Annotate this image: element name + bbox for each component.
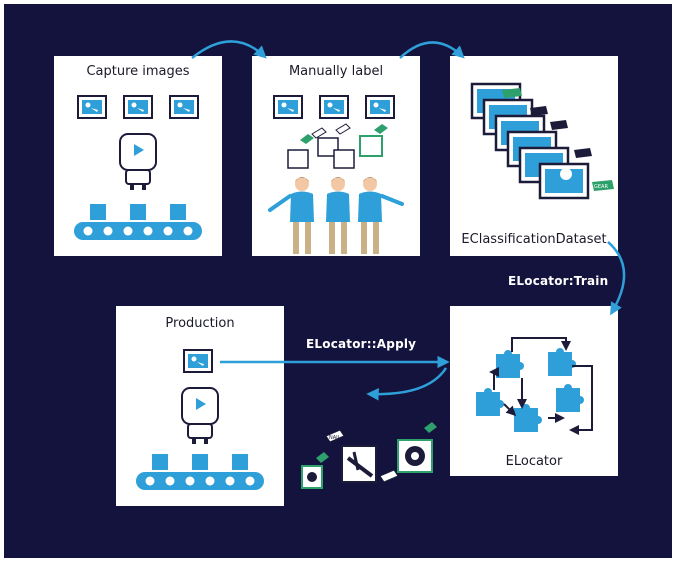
gear-tag-text: GEAR xyxy=(594,184,608,190)
dataset-stack-icon xyxy=(470,82,614,200)
capture-thumbnails xyxy=(77,95,199,119)
elocator-card: ELocator xyxy=(450,306,618,476)
production-camera-icon xyxy=(181,387,219,445)
production-conveyor-icon xyxy=(136,454,264,490)
label-thumbnails xyxy=(273,95,395,119)
classified-results-icon xyxy=(301,422,437,489)
manually-label-title: Manually label xyxy=(288,64,384,79)
capture-conveyor-icon xyxy=(74,204,202,240)
elocator-title: ELocator xyxy=(505,454,563,469)
team-people-icon xyxy=(268,177,404,254)
production-title: Production xyxy=(165,316,235,331)
production-thumbnail xyxy=(183,349,213,373)
capture-images-title: Capture images xyxy=(86,64,190,79)
arrow-capture-to-label xyxy=(191,40,267,59)
train-label: ELocator:Train xyxy=(508,274,609,288)
elocator-puzzle-icon xyxy=(476,337,593,435)
apply-label: ELocator::Apply xyxy=(306,337,417,351)
floating-labels-icon xyxy=(287,123,388,169)
classification-dataset-title: EClassificationDataset xyxy=(461,232,607,247)
arrow-locator-to-results xyxy=(366,367,448,401)
arrow-label-to-dataset xyxy=(399,41,465,59)
capture-camera-icon xyxy=(119,133,157,191)
nail-tag-text: NAIL xyxy=(329,435,341,441)
arrow-dataset-to-locator xyxy=(607,241,626,316)
